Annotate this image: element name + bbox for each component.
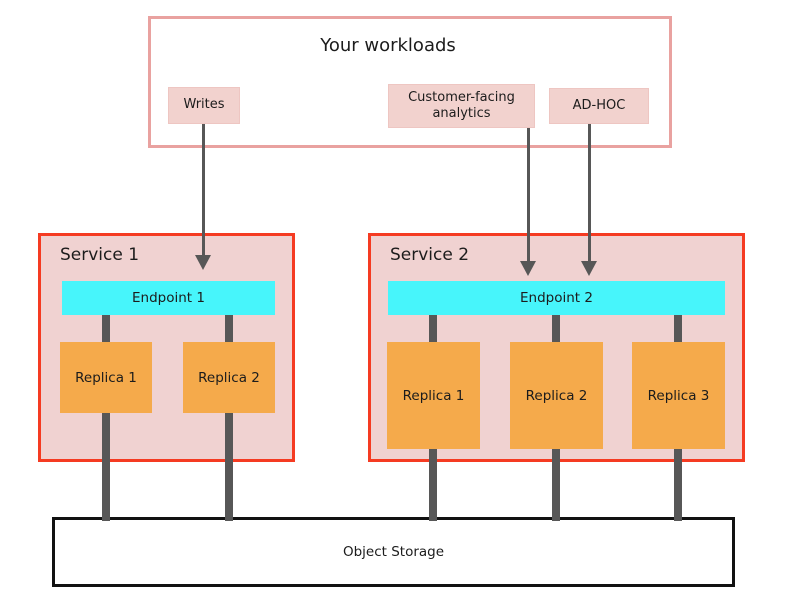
workload-chip-customer-facing-analytics: Customer-facing analytics (388, 84, 535, 128)
service1-replica2-label: Replica 2 (198, 369, 260, 386)
workload-chip-customer-facing-analytics-label: Customer-facing analytics (408, 89, 515, 121)
workload-chip-writes-label: Writes (183, 97, 225, 113)
arrow-analytics-to-service2-head-icon (520, 261, 536, 276)
service2-endpoint-label: Endpoint 2 (520, 290, 593, 306)
service1-replica1-box: Replica 1 (60, 342, 152, 413)
arrow-writes-to-service1-line (202, 124, 205, 256)
arrow-adhoc-to-service2-head-icon (581, 261, 597, 276)
service2-title: Service 2 (390, 245, 470, 265)
connector-endpoint2-replica1 (429, 315, 437, 342)
workload-chip-ad-hoc-label: AD-HOC (572, 97, 626, 113)
connector-service1-replica1-storage (102, 413, 110, 521)
service1-replica2-box: Replica 2 (183, 342, 275, 413)
connector-service2-replica2-storage (552, 449, 560, 521)
service1-endpoint-bar: Endpoint 1 (62, 281, 275, 315)
service2-replica2-box: Replica 2 (510, 342, 603, 449)
connector-service1-replica2-storage (225, 413, 233, 521)
arrow-adhoc-to-service2-line (588, 124, 591, 262)
service2-replica3-box: Replica 3 (632, 342, 725, 449)
service1-endpoint-label: Endpoint 1 (132, 290, 205, 306)
service1-title: Service 1 (60, 245, 140, 265)
object-storage-label: Object Storage (342, 544, 445, 560)
connector-service2-replica3-storage (674, 449, 682, 521)
object-storage-box: Object Storage (52, 517, 735, 587)
arrow-writes-to-service1-head-icon (195, 255, 211, 270)
service2-replica3-label: Replica 3 (647, 387, 710, 404)
service2-replica1-box: Replica 1 (387, 342, 480, 449)
service2-endpoint-bar: Endpoint 2 (388, 281, 725, 315)
service1-replica1-label: Replica 1 (75, 369, 137, 386)
connector-endpoint1-replica2 (225, 315, 233, 342)
service2-replica2-label: Replica 2 (525, 387, 588, 404)
connector-service2-replica1-storage (429, 449, 437, 521)
workload-chip-ad-hoc: AD-HOC (549, 88, 649, 124)
connector-endpoint2-replica2 (552, 315, 560, 342)
workloads-title: Your workloads (320, 35, 456, 56)
connector-endpoint1-replica1 (102, 315, 110, 342)
service2-replica1-label: Replica 1 (402, 387, 465, 404)
workload-chip-writes: Writes (168, 87, 240, 124)
connector-endpoint2-replica3 (674, 315, 682, 342)
workloads-container-box (148, 16, 672, 148)
arrow-analytics-to-service2-line (527, 128, 530, 262)
